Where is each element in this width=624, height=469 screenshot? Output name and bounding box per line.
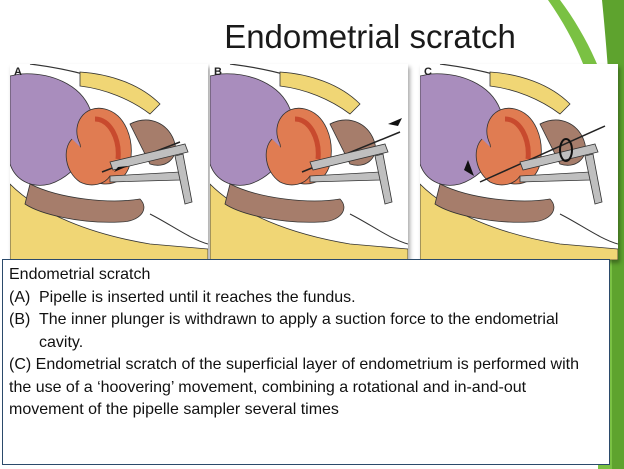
upper-fat [490,72,570,114]
anatomy-illustration-b [210,64,408,260]
panel-letter: C [424,66,432,78]
caption-item-b: (B) The inner plunger is withdrawn to ap… [9,309,603,354]
caption-item-label: (B) [9,309,39,354]
diagram-panel-c: C [420,64,618,260]
diagram-panel-b: B [210,64,408,260]
caption-box: Endometrial scratch (A) Pipelle is inser… [2,259,610,465]
withdraw-arrow-icon [388,118,402,126]
panel-letter: A [14,66,22,78]
panel-letter: B [214,66,222,78]
caption-item-a: (A) Pipelle is inserted until it reaches… [9,287,603,310]
upper-fat [280,72,360,114]
upper-fat [80,72,160,114]
anatomy-illustration-c [420,64,618,260]
skin-outline [560,214,618,244]
skin-outline [350,214,408,244]
skin-outline [150,214,208,244]
caption-heading: Endometrial scratch [9,264,603,287]
caption-item-text: The inner plunger is withdrawn to apply … [39,309,603,354]
caption-item-c: (C) Endometrial scratch of the superfici… [9,354,603,422]
slide-title: Endometrial scratch [140,18,600,56]
caption-item-label: (A) [9,287,39,310]
diagram-panel-a: A [10,64,208,260]
caption-item-text: Pipelle is inserted until it reaches the… [39,287,603,310]
anatomy-illustration-a [10,64,208,260]
